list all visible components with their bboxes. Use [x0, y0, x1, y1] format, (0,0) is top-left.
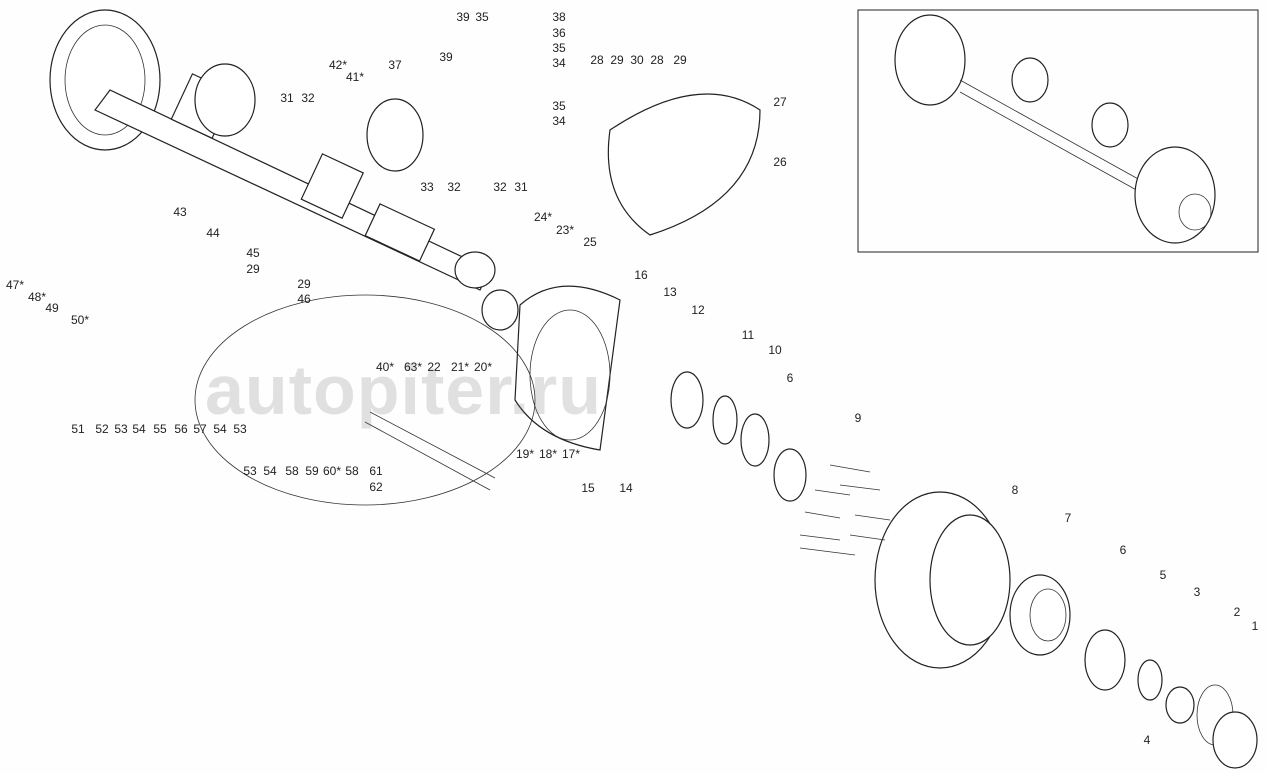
callout-label: 26: [773, 155, 787, 169]
callout-label: 46: [297, 292, 311, 306]
callout-label: 29: [673, 53, 687, 67]
callout-label: 24*: [533, 210, 553, 224]
callout-label: 49: [45, 301, 59, 315]
watermark: autopiter.ru: [205, 351, 603, 429]
callout-label: 62: [369, 480, 383, 494]
callout-label: 14: [619, 481, 633, 495]
callout-label: 1: [1251, 619, 1259, 633]
callout-label: 20*: [473, 360, 493, 374]
callout-label: 37: [388, 58, 402, 72]
callout-label: 51: [71, 422, 85, 436]
detail-ellipse: [194, 294, 536, 506]
callout-label: 43: [173, 205, 187, 219]
callout-label: 29: [246, 262, 260, 276]
callout-label: 42*: [328, 58, 348, 72]
callout-label: 2: [1233, 605, 1241, 619]
camshaft: [364, 411, 496, 491]
callout-label: 48*: [27, 290, 47, 304]
callout-label: 31: [514, 180, 528, 194]
callout-label: 15: [581, 481, 595, 495]
callout-label: 16: [634, 268, 648, 282]
callout-label: 39: [456, 10, 470, 24]
callout-label: 52: [95, 422, 109, 436]
callout-label: 27: [773, 95, 787, 109]
wheel-studs: [799, 464, 891, 556]
callout-label: 58: [345, 464, 359, 478]
callout-label: 59: [305, 464, 319, 478]
callout-label: 12: [691, 303, 705, 317]
callout-label: 19*: [515, 447, 535, 461]
callout-label: 58: [285, 464, 299, 478]
callout-label: 31: [280, 91, 294, 105]
callout-label: 6: [1119, 543, 1127, 557]
callout-label: 50*: [70, 313, 90, 327]
inset-frame: [857, 9, 1259, 253]
callout-label: 41*: [345, 70, 365, 84]
inset-axle-assembly: [894, 14, 1216, 244]
callout-label: 11: [741, 328, 755, 342]
callout-label: 38: [552, 10, 566, 24]
callout-label: 60*: [322, 464, 342, 478]
axle-beam: [49, 9, 519, 331]
callout-label: 34: [552, 56, 566, 70]
callout-label: 4: [1143, 733, 1151, 747]
callout-label: 63*: [403, 360, 423, 374]
callout-label: 29: [297, 277, 311, 291]
callout-label: 6: [786, 371, 794, 385]
callout-label: 22: [427, 360, 441, 374]
callout-label: 54: [263, 464, 277, 478]
bearing-rings: [670, 371, 807, 502]
callout-label: 47*: [5, 278, 25, 292]
callout-label: 53: [233, 422, 247, 436]
callout-label: 36: [552, 26, 566, 40]
callout-label: 54: [132, 422, 146, 436]
callout-label: 55: [153, 422, 167, 436]
callout-label: 25: [583, 235, 597, 249]
wheel-hub: [1009, 574, 1258, 769]
callout-label: 40*: [375, 360, 395, 374]
callout-label: 35: [552, 99, 566, 113]
callout-label: 32: [493, 180, 507, 194]
callout-label: 28: [590, 53, 604, 67]
dust-shield: [607, 93, 761, 236]
callout-label: 18*: [538, 447, 558, 461]
callout-label: 5: [1159, 568, 1167, 582]
callout-label: 57: [193, 422, 207, 436]
callout-label: 17*: [561, 447, 581, 461]
callout-label: 7: [1064, 511, 1072, 525]
brake-shoes: [514, 285, 621, 451]
callout-label: 23*: [555, 223, 575, 237]
callout-label: 9: [854, 411, 862, 425]
callout-label: 53: [243, 464, 257, 478]
callout-label: 8: [1011, 483, 1019, 497]
callout-label: 29: [610, 53, 624, 67]
callout-label: 44: [206, 226, 220, 240]
callout-label: 21*: [450, 360, 470, 374]
callout-label: 39: [439, 50, 453, 64]
callout-label: 32: [447, 180, 461, 194]
callout-label: 35: [552, 41, 566, 55]
callout-label: 45: [246, 246, 260, 260]
callout-label: 54: [213, 422, 227, 436]
callout-label: 28: [650, 53, 664, 67]
callout-label: 30: [630, 53, 644, 67]
callout-label: 53: [114, 422, 128, 436]
callout-label: 3: [1193, 585, 1201, 599]
callout-label: 10: [768, 343, 782, 357]
callout-label: 13: [663, 285, 677, 299]
brake-drum: [874, 491, 1011, 669]
callout-label: 56: [174, 422, 188, 436]
callout-label: 61: [369, 464, 383, 478]
callout-label: 32: [301, 91, 315, 105]
callout-label: 33: [420, 180, 434, 194]
callout-label: 34: [552, 114, 566, 128]
callout-label: 35: [475, 10, 489, 24]
